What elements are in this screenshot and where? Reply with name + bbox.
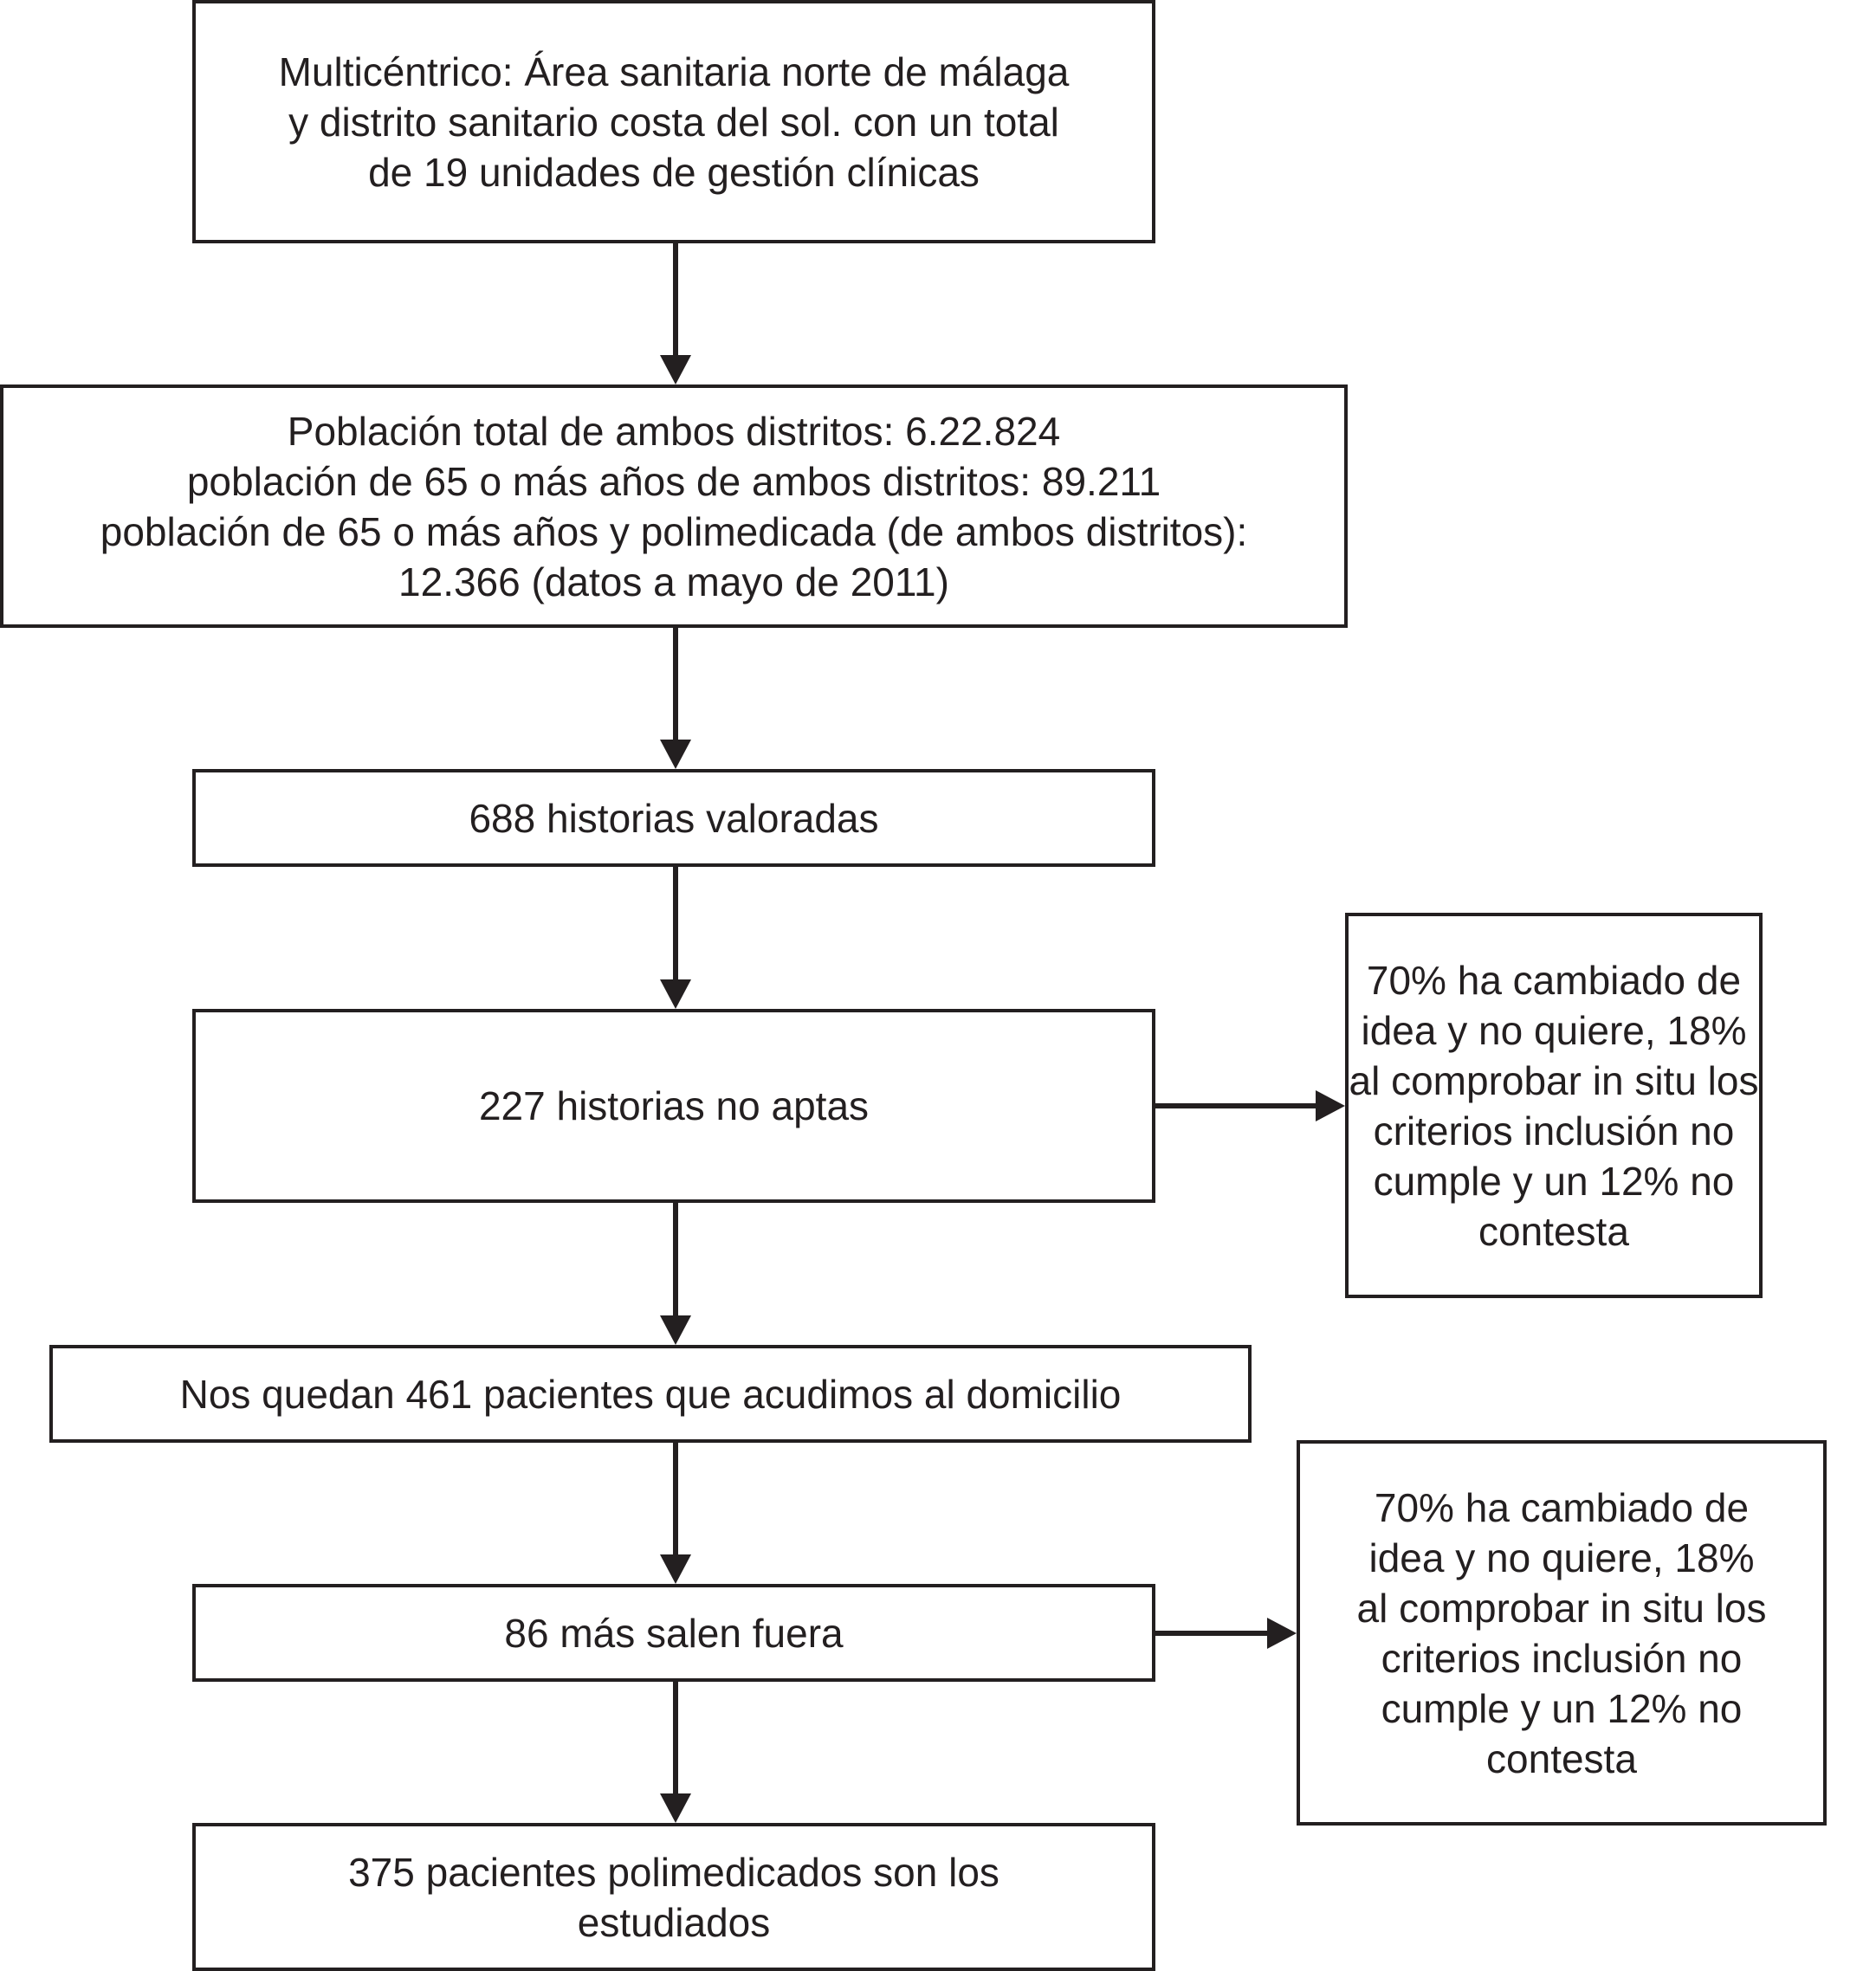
excluded-reasons-box: 70% ha cambiado de idea y no quiere, 18%… — [1297, 1440, 1827, 1826]
arrow-unfit-to-reasons — [1155, 1090, 1345, 1121]
histories-assessed-text: 688 historias valoradas — [469, 795, 879, 841]
histories-assessed-box: 688 historias valoradas — [192, 769, 1155, 867]
excluded-reasons-text: 70% ha cambiado de idea y no quiere, 18%… — [1356, 1484, 1767, 1781]
multicenter-text: Multicéntrico: Área sanitaria norte de m… — [278, 48, 1070, 195]
arrow-remaining-to-excluded — [660, 1443, 691, 1584]
arrow-multicenter-to-population — [660, 243, 691, 385]
unfit-reasons-box: 70% ha cambiado de idea y no quiere, 18%… — [1345, 913, 1763, 1298]
studied-patients-text: 375 pacientes polimedicados son los estu… — [348, 1849, 999, 1945]
arrow-assessed-to-unfit — [660, 867, 691, 1009]
remaining-patients-box: Nos quedan 461 pacientes que acudimos al… — [49, 1345, 1252, 1443]
histories-unfit-box: 227 historias no aptas — [192, 1009, 1155, 1203]
arrow-excluded-to-reasons — [1155, 1618, 1297, 1649]
arrow-unfit-to-remaining — [660, 1203, 691, 1345]
excluded-more-box: 86 más salen fuera — [192, 1584, 1155, 1682]
multicenter-box: Multicéntrico: Área sanitaria norte de m… — [192, 0, 1155, 243]
histories-unfit-text: 227 historias no aptas — [478, 1083, 870, 1128]
unfit-reasons-text: 70% ha cambiado de idea y no quiere, 18%… — [1349, 957, 1759, 1254]
studied-patients-box: 375 pacientes polimedicados son los estu… — [192, 1823, 1155, 1971]
arrow-population-to-assessed — [660, 628, 691, 769]
arrow-excluded-to-studied — [660, 1682, 691, 1823]
excluded-more-text: 86 más salen fuera — [504, 1610, 844, 1656]
population-box: Población total de ambos distritos: 6.22… — [0, 385, 1348, 628]
population-text: Población total de ambos distritos: 6.22… — [100, 408, 1248, 604]
remaining-patients-text: Nos quedan 461 pacientes que acudimos al… — [179, 1371, 1122, 1417]
